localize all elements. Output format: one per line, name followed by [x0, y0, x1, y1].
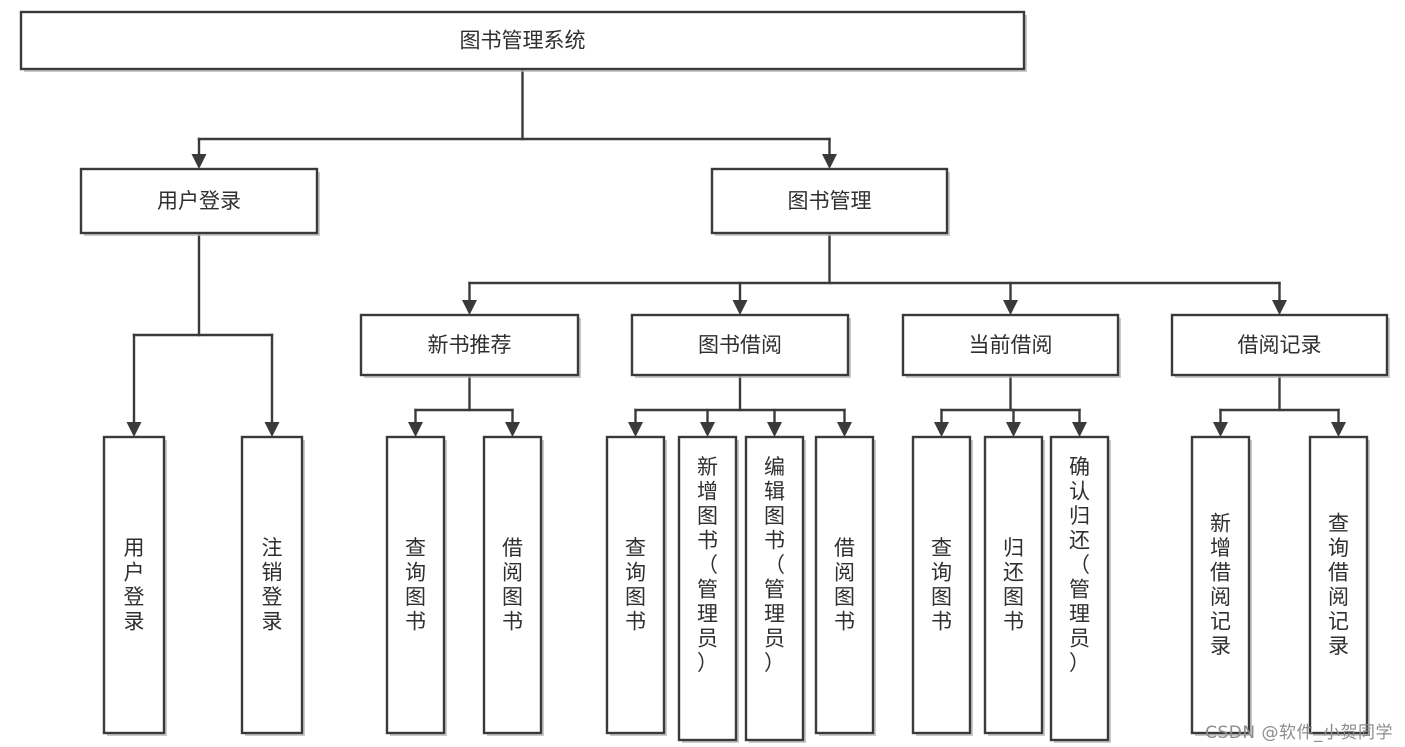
node-label: 图书管理 — [788, 189, 872, 213]
node-box[interactable] — [630, 313, 850, 377]
node-new_book_rec[interactable]: 新书推荐 — [359, 313, 581, 378]
node-box[interactable] — [482, 435, 543, 735]
node-box[interactable] — [710, 167, 949, 235]
arrow-head-icon — [1213, 422, 1228, 437]
node-label: 图书管理系统 — [460, 29, 586, 53]
arrow-head-icon — [934, 422, 949, 437]
node-book_mgmt[interactable]: 图书管理 — [710, 167, 950, 236]
node-leaf_cb_return[interactable]: 归还图书 — [983, 435, 1045, 736]
connector-group-book_borrow — [628, 373, 852, 437]
connector-group-book_mgmt — [462, 231, 1287, 315]
arrow-head-icon — [264, 422, 280, 437]
node-label: 借阅图书 — [502, 536, 523, 634]
node-leaf_bb_query[interactable]: 查询图书 — [605, 435, 667, 736]
node-label: 查询图书 — [931, 536, 952, 634]
node-box[interactable] — [1049, 435, 1110, 742]
node-label: 查询图书 — [625, 536, 646, 634]
node-box[interactable] — [605, 435, 666, 735]
node-box[interactable] — [240, 435, 304, 735]
node-leaf_rec_query[interactable]: 查询图书 — [385, 435, 447, 736]
node-leaf_bb_add[interactable]: 新增图书（管理员） — [677, 435, 739, 743]
node-label: 查询借阅记录 — [1328, 512, 1349, 659]
node-label: 编辑图书（管理员） — [764, 455, 785, 675]
node-label: 确认归还（管理员） — [1069, 455, 1090, 675]
node-box[interactable] — [79, 167, 319, 235]
node-leaf_cb_query[interactable]: 查询图书 — [911, 435, 973, 736]
node-leaf_rec_borrow[interactable]: 借阅图书 — [482, 435, 544, 736]
node-label: 借阅记录 — [1238, 333, 1322, 357]
node-label: 新增借阅记录 — [1210, 512, 1231, 659]
node-box[interactable] — [1308, 435, 1369, 735]
node-borrow_record[interactable]: 借阅记录 — [1170, 313, 1390, 378]
node-box[interactable] — [983, 435, 1044, 735]
node-box[interactable] — [911, 435, 972, 735]
arrow-head-icon — [700, 422, 715, 437]
arrow-head-icon — [505, 422, 520, 437]
node-label: 用户登录 — [157, 189, 241, 213]
node-leaf_user_logout[interactable]: 注销登录 — [240, 435, 305, 736]
arrow-head-icon — [1272, 300, 1287, 315]
node-book_borrow[interactable]: 图书借阅 — [630, 313, 851, 378]
arrow-head-icon — [126, 422, 142, 437]
node-leaf_br_add[interactable]: 新增借阅记录 — [1190, 435, 1252, 736]
node-label: 用户登录 — [124, 536, 145, 634]
node-user_login[interactable]: 用户登录 — [79, 167, 320, 236]
node-box[interactable] — [385, 435, 446, 735]
arrow-head-icon — [1006, 422, 1021, 437]
arrow-head-icon — [767, 422, 782, 437]
arrow-head-icon — [1072, 422, 1087, 437]
node-leaf_bb_edit[interactable]: 编辑图书（管理员） — [744, 435, 806, 743]
arrow-head-icon — [191, 154, 207, 169]
arrow-head-icon — [1003, 300, 1018, 315]
node-box[interactable] — [677, 435, 738, 742]
node-box[interactable] — [19, 10, 1026, 71]
node-box[interactable] — [814, 435, 875, 735]
node-box[interactable] — [744, 435, 805, 742]
node-box[interactable] — [1190, 435, 1251, 735]
arrow-head-icon — [1331, 422, 1346, 437]
node-leaf_bb_borrow[interactable]: 借阅图书 — [814, 435, 876, 736]
node-leaf_cb_confirm[interactable]: 确认归还（管理员） — [1049, 435, 1111, 743]
node-layer: 图书管理系统用户登录图书管理新书推荐图书借阅当前借阅借阅记录用户登录注销登录查询… — [19, 10, 1390, 743]
node-root[interactable]: 图书管理系统 — [19, 10, 1027, 72]
node-box[interactable] — [359, 313, 580, 377]
arrow-head-icon — [462, 300, 477, 315]
node-current_borrow[interactable]: 当前借阅 — [901, 313, 1121, 378]
arrow-head-icon — [628, 422, 643, 437]
node-leaf_br_query[interactable]: 查询借阅记录 — [1308, 435, 1370, 736]
connector-layer — [126, 67, 1346, 437]
node-label: 借阅图书 — [834, 536, 855, 634]
node-label: 注销登录 — [262, 536, 283, 634]
node-label: 新书推荐 — [428, 333, 512, 357]
node-label: 图书借阅 — [698, 333, 782, 357]
arrow-head-icon — [837, 422, 852, 437]
connector-group-current_borrow — [934, 373, 1087, 437]
connector-group-root — [191, 67, 837, 169]
arrow-head-icon — [408, 422, 423, 437]
node-box[interactable] — [1170, 313, 1389, 377]
node-box[interactable] — [102, 435, 166, 735]
connector-group-new_book_rec — [408, 373, 520, 437]
connector-group-user_login — [126, 231, 280, 437]
node-leaf_user_login[interactable]: 用户登录 — [102, 435, 167, 736]
connector-group-borrow_record — [1213, 373, 1346, 437]
arrow-head-icon — [732, 300, 748, 315]
node-box[interactable] — [901, 313, 1120, 377]
node-label: 查询图书 — [405, 536, 426, 634]
node-label: 归还图书 — [1003, 536, 1024, 634]
node-label: 当前借阅 — [969, 333, 1053, 357]
arrow-head-icon — [822, 154, 837, 169]
node-label: 新增图书（管理员） — [697, 455, 718, 675]
